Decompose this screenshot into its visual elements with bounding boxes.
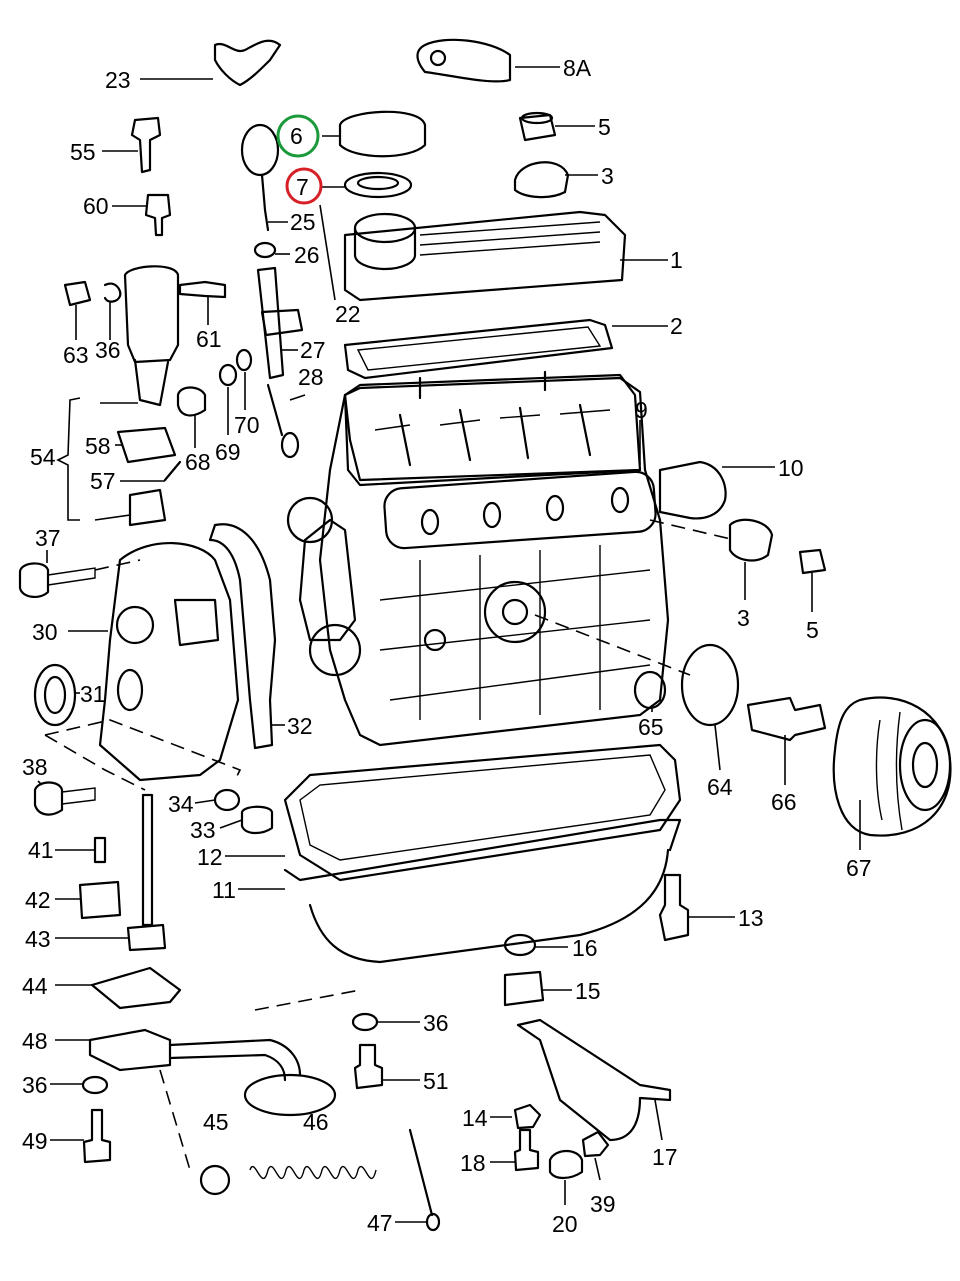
water-pump-housing [98, 541, 240, 782]
label-33: 33 [190, 817, 216, 843]
label-49: 49 [22, 1128, 48, 1154]
label-11: 11 [212, 877, 236, 903]
misc-small-parts [18, 38, 827, 1232]
label-42: 42 [25, 887, 51, 913]
guide-lines [44, 519, 736, 1171]
label-65: 65 [638, 714, 664, 740]
label-23: 23 [105, 67, 131, 93]
label-57: 57 [90, 468, 116, 494]
label-51: 51 [423, 1068, 449, 1094]
label-58: 58 [85, 433, 111, 459]
part-labels: 23 8A 55 6 5 7 3 60 25 26 1 22 2 63 36 6… [22, 55, 872, 1237]
label-6: 6 [290, 123, 303, 149]
valve-cover-gasket [343, 318, 614, 380]
label-12: 12 [197, 844, 223, 870]
highlight-circle-red [285, 167, 323, 205]
label-63: 63 [63, 342, 89, 368]
label-2: 2 [670, 313, 683, 339]
label-31: 31 [80, 681, 106, 707]
label-1: 1 [670, 247, 683, 273]
label-15: 15 [575, 978, 601, 1004]
label-3: 3 [601, 163, 614, 189]
timing-cover-gasket [208, 523, 277, 750]
label-54: 54 [30, 444, 56, 470]
label-9: 9 [635, 397, 648, 423]
label-36: 36 [95, 337, 121, 363]
label-20: 20 [552, 1211, 578, 1237]
label-7: 7 [296, 174, 309, 200]
label-69: 69 [215, 439, 241, 465]
label-36c: 36 [22, 1072, 48, 1098]
label-34: 34 [168, 791, 194, 817]
oil-pan-assembly [283, 743, 682, 964]
label-5b: 5 [806, 617, 819, 643]
label-18: 18 [460, 1150, 486, 1176]
label-28: 28 [298, 364, 324, 390]
label-41: 41 [28, 837, 54, 863]
label-10: 10 [778, 455, 804, 481]
label-43: 43 [25, 926, 51, 952]
label-27: 27 [300, 337, 326, 363]
label-38: 38 [22, 754, 48, 780]
label-5: 5 [598, 114, 611, 140]
highlight-circle-green [276, 114, 320, 158]
leader-lines [37, 66, 861, 1223]
label-70: 70 [234, 412, 260, 438]
label-25: 25 [290, 209, 316, 235]
label-55: 55 [70, 139, 96, 165]
valve-cover [343, 210, 627, 302]
label-45: 45 [203, 1109, 229, 1135]
label-26: 26 [294, 242, 320, 268]
oil-filter [832, 696, 952, 837]
label-22: 22 [335, 301, 361, 327]
label-14: 14 [462, 1105, 488, 1131]
label-30: 30 [32, 619, 58, 645]
engine-block [286, 376, 670, 747]
label-16: 16 [572, 935, 598, 961]
label-68: 68 [185, 449, 211, 475]
label-47: 47 [367, 1210, 393, 1236]
label-8a: 8A [563, 55, 592, 81]
label-61: 61 [196, 326, 222, 352]
label-13: 13 [738, 905, 764, 931]
label-44: 44 [22, 973, 48, 999]
label-37: 37 [35, 525, 61, 551]
label-67: 67 [846, 855, 872, 881]
label-48: 48 [22, 1028, 48, 1054]
label-60: 60 [83, 193, 109, 219]
label-36b: 36 [423, 1010, 449, 1036]
label-46: 46 [303, 1109, 329, 1135]
label-3b: 3 [737, 605, 750, 631]
label-17: 17 [652, 1144, 678, 1170]
label-32: 32 [287, 713, 313, 739]
label-64: 64 [707, 774, 733, 800]
cylinder-head [343, 370, 642, 487]
label-39: 39 [590, 1191, 616, 1217]
label-66: 66 [771, 789, 797, 815]
